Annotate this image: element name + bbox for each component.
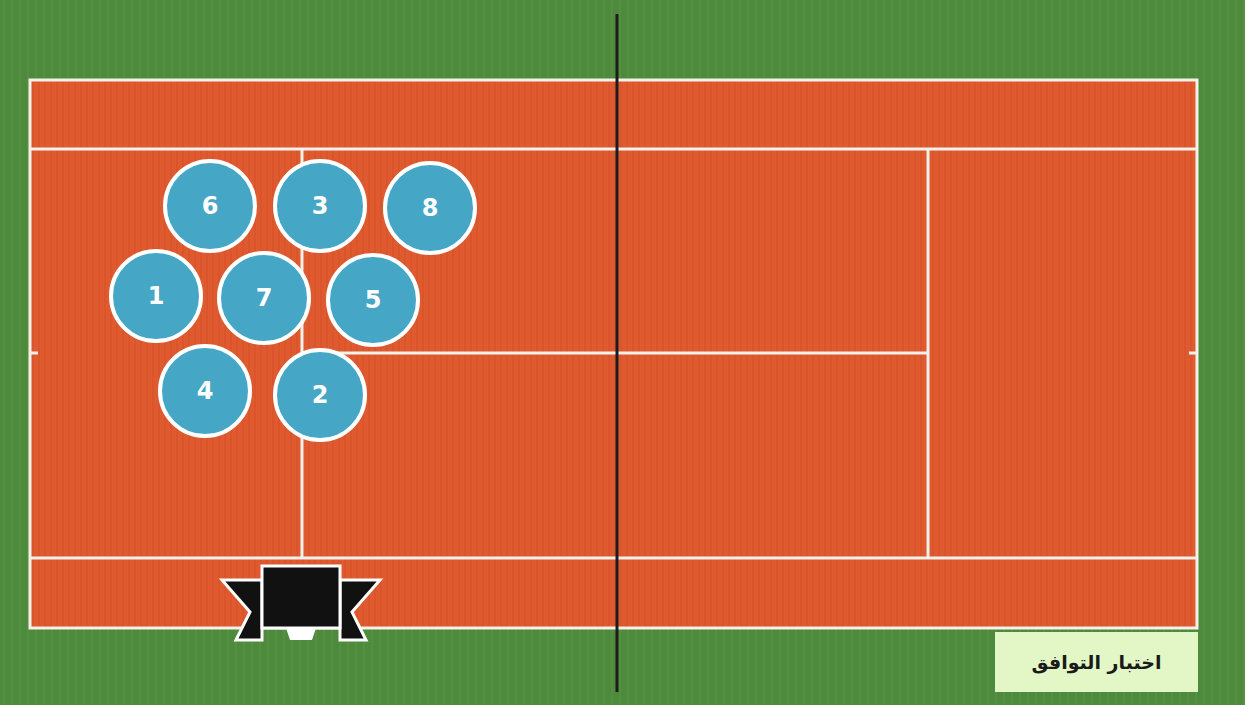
player-circle: 3 <box>272 158 368 254</box>
court-lines <box>30 80 1197 628</box>
circle-number: 8 <box>422 194 439 222</box>
circle-number: 6 <box>202 192 219 220</box>
circle-number: 2 <box>312 381 329 409</box>
circle-number: 5 <box>365 286 382 314</box>
circle-number: 4 <box>197 377 214 405</box>
player-circle: 6 <box>162 158 258 254</box>
player-circle: 7 <box>216 250 312 346</box>
circle-number: 7 <box>256 284 273 312</box>
tag-label: اختبار التوافق <box>1032 651 1162 673</box>
circle-number: 1 <box>148 282 165 310</box>
net <box>616 14 619 692</box>
player-circle: 5 <box>325 252 421 348</box>
ribbon-symbol <box>222 566 380 640</box>
player-circle: 4 <box>157 343 253 439</box>
player-circle: 8 <box>382 160 478 256</box>
player-circle: 2 <box>272 347 368 443</box>
title-tag: اختبار التوافق <box>995 632 1198 692</box>
court-surface <box>30 80 1197 628</box>
circle-number: 3 <box>312 192 329 220</box>
player-circle: 1 <box>108 248 204 344</box>
